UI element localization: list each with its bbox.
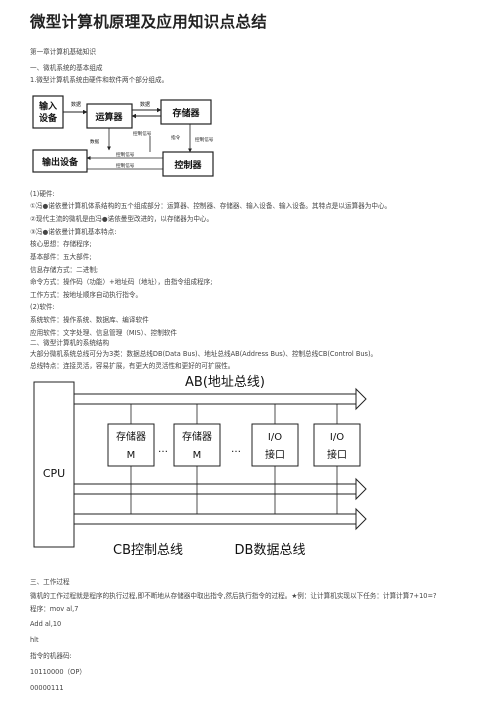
memory-module-label: M: [193, 450, 202, 461]
cpu-label: CPU: [43, 467, 65, 480]
data-label: 数据: [90, 138, 100, 145]
control-signal-label: 控制信号: [133, 130, 152, 137]
text-line: 程序：mov al,7: [30, 605, 79, 613]
control-signal-label: 控制信号: [116, 162, 135, 169]
address-bus-label: AB(地址总线): [185, 375, 265, 390]
text-line: 第一章计算机基础知识: [30, 48, 96, 56]
document-title: 微型计算机原理及应用知识点总结: [30, 13, 268, 31]
io-interface-label: 接口: [327, 448, 347, 461]
text-line: 指令的机器码:: [30, 652, 72, 660]
input-device-label: 输入: [39, 100, 57, 112]
control-bus-label: CB控制总线: [113, 543, 183, 558]
controller-label: 控制器: [174, 159, 202, 171]
text-line: 应用软件：文字处理、信息管理（MIS）、控制软件: [30, 329, 177, 337]
text-line: 总线特点：连接灵活，容易扩展，有更大的灵活性和更好的可扩展性。: [30, 362, 235, 370]
text-line: 二、微型计算机的系统结构: [30, 339, 110, 347]
bus-structure-diagram: AB(地址总线) CPU 存储器 M 存储器 M I/O 接口 I/O 接口 ……: [33, 375, 367, 558]
text-line: (2)软件:: [30, 303, 55, 311]
text-line: 1.微型计算机系统由硬件和软件两个部分组成。: [30, 76, 169, 84]
input-device-label: 设备: [39, 112, 58, 124]
text-line: ①冯●诺依曼计算机体系结构的五个组成部分：运算器、控制器、存储器、输入设备、输入…: [30, 202, 392, 210]
text-line: 信息存储方式：二进制;: [30, 266, 99, 274]
text-line: 核心思想：存储程序;: [30, 240, 92, 248]
data-bus-label: DB数据总线: [235, 543, 306, 558]
memory-module-label: 存储器: [182, 430, 212, 443]
text-line: 一、微机系统的基本组成: [30, 64, 103, 72]
io-interface-label: 接口: [265, 448, 285, 461]
ellipsis: …: [158, 444, 168, 455]
output-device-label: 输出设备: [42, 156, 79, 168]
section-heading: 三、工作过程: [30, 578, 70, 586]
text-line: 工作方式：按地址顺序自动执行指令。: [30, 291, 143, 299]
text-line: 系统软件：操作系统、数据库、编译软件: [30, 316, 149, 324]
io-interface-label: I/O: [330, 432, 344, 443]
io-interface-label: I/O: [268, 432, 282, 443]
data-label: 数据: [140, 101, 150, 108]
text-line: hlt: [30, 636, 39, 644]
text-line: 10110000（OP）: [30, 668, 86, 676]
text-line: 命令方式：操作码（功能）+地址码（地址），由指令组成程序;: [30, 278, 213, 286]
memory-module-label: M: [127, 450, 136, 461]
text-line: (1)硬件:: [30, 190, 55, 198]
alu-label: 运算器: [95, 111, 123, 123]
text-line: 基本部件：五大部件;: [30, 253, 92, 261]
control-signal-label: 控制信号: [116, 151, 135, 158]
text-line: ②现代主流的微机是由冯●诺依曼型改进的，以存储器为中心。: [30, 215, 214, 223]
computer-architecture-diagram: 输入 设备 运算器 存储器 输出设备 控制器 数据 数据 控制信号 数据 指令 …: [32, 95, 214, 177]
text-line: 00000111: [30, 684, 64, 692]
data-label: 数据: [71, 101, 81, 108]
memory-module-label: 存储器: [116, 430, 146, 443]
text-line: Add al,10: [30, 620, 62, 628]
memory-label: 存储器: [172, 107, 200, 119]
instruction-label: 指令: [171, 134, 181, 141]
ellipsis: …: [231, 444, 241, 455]
text-line: 大部分微机系统总线可分为3类：数据总线DB(Data Bus)、地址总线AB(A…: [30, 350, 378, 358]
text-line: ③冯●诺依曼计算机基本特点:: [30, 228, 117, 236]
text-line: 微机的工作过程就是程序的执行过程,即不断地从存储器中取出指令,然后执行指令的过程…: [30, 592, 437, 600]
control-signal-label: 控制信号: [195, 136, 214, 143]
